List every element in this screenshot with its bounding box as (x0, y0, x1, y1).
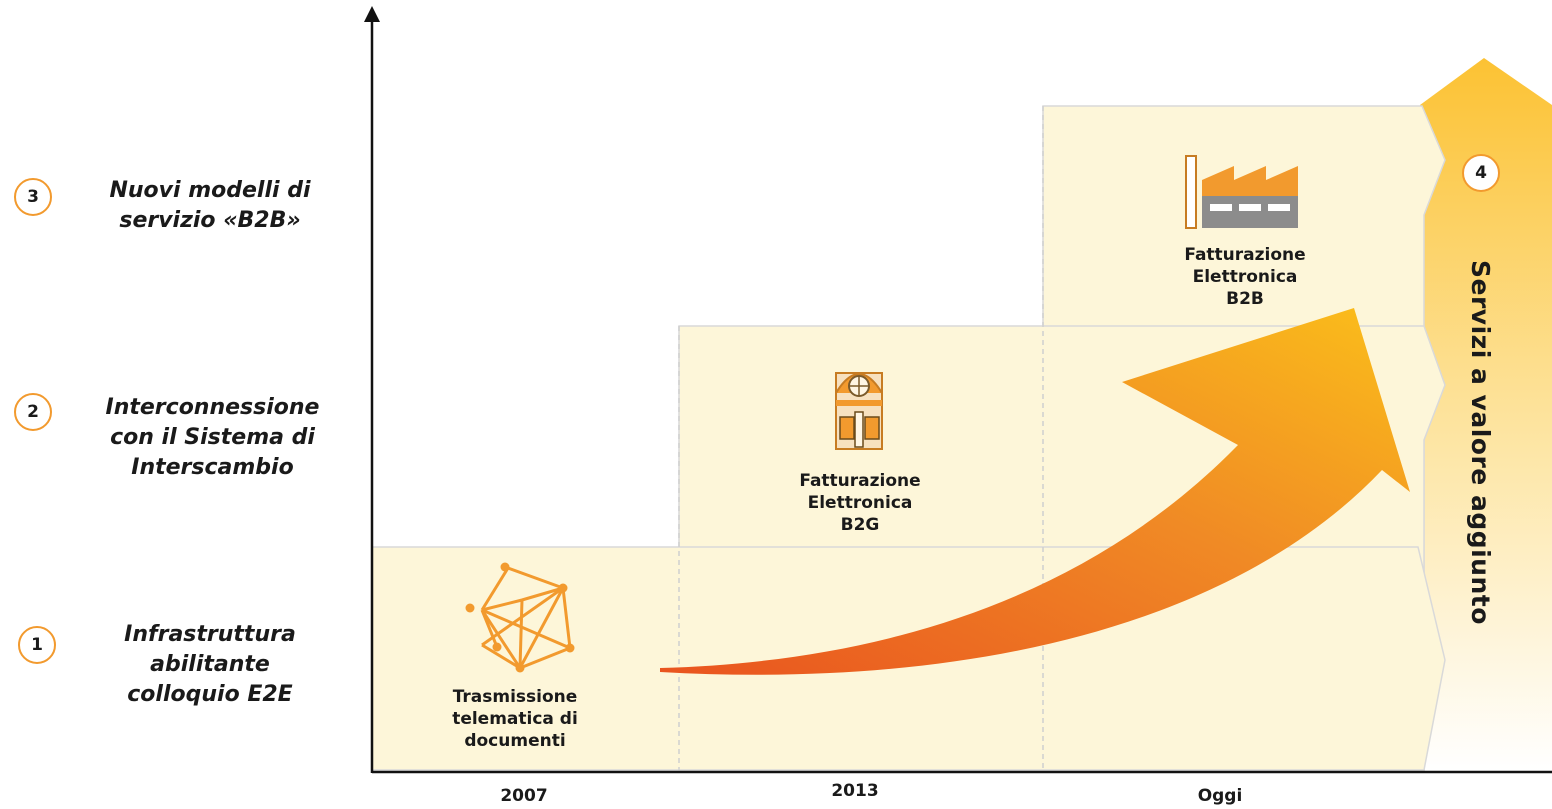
level-3-label: Nuovi modelli di servizio «B2B» (70, 176, 350, 236)
level-2-label: Interconnessione con il Sistema di Inter… (70, 393, 355, 483)
value-added-label: Servizi a valore aggiunto (1443, 215, 1518, 670)
level-2-label-line: con il Sistema di (110, 425, 315, 450)
level-3-number: 3 (14, 178, 52, 216)
step-2-caption-line: B2G (840, 515, 880, 535)
step-3-caption-line: Fatturazione (1184, 245, 1306, 265)
level-3-label-line: Nuovi modelli di (109, 178, 311, 203)
building-icon (835, 372, 883, 450)
level-2-label-line: Interscambio (131, 455, 294, 480)
step-2-caption-line: Fatturazione (799, 471, 921, 491)
y-axis-arrowhead (364, 6, 380, 22)
level-3-label-line: servizio «B2B» (119, 208, 301, 233)
level-1-label-line: colloquio E2E (127, 682, 293, 707)
value-added-label-text: Servizi a valore aggiunto (1466, 260, 1495, 625)
year-oggi: Oggi (1197, 786, 1243, 806)
level-2-label-line: Interconnessione (105, 395, 320, 420)
step-3-caption-line: Elettronica (1192, 267, 1298, 287)
step-1-caption-line: telematica di (452, 709, 578, 729)
year-2007: 2007 (500, 786, 548, 806)
step-2-caption: Fatturazione Elettronica B2G (775, 470, 945, 536)
level-1-number: 1 (18, 626, 56, 664)
level-1-label-line: abilitante (150, 652, 270, 677)
network-icon (480, 566, 572, 670)
step-2-caption-line: Elettronica (807, 493, 913, 513)
step-3-caption: Fatturazione Elettronica B2B (1160, 244, 1330, 310)
year-2013: 2013 (831, 781, 879, 801)
level-1-label: Infrastruttura abilitante colloquio E2E (75, 620, 345, 710)
step-1-caption-line: Trasmissione (452, 687, 578, 707)
network-nodes (465, 562, 575, 673)
step-3-caption-line: B2B (1226, 289, 1264, 309)
factory-icon (1185, 155, 1298, 229)
level-1-label-line: Infrastruttura (124, 622, 296, 647)
value-added-number: 4 (1462, 154, 1500, 192)
step-1-caption-line: documenti (464, 731, 566, 751)
step-1-caption: Trasmissione telematica di documenti (430, 686, 600, 752)
value-added-arrow (1420, 58, 1552, 770)
level-2-number: 2 (14, 393, 52, 431)
growth-arrow (660, 308, 1410, 675)
